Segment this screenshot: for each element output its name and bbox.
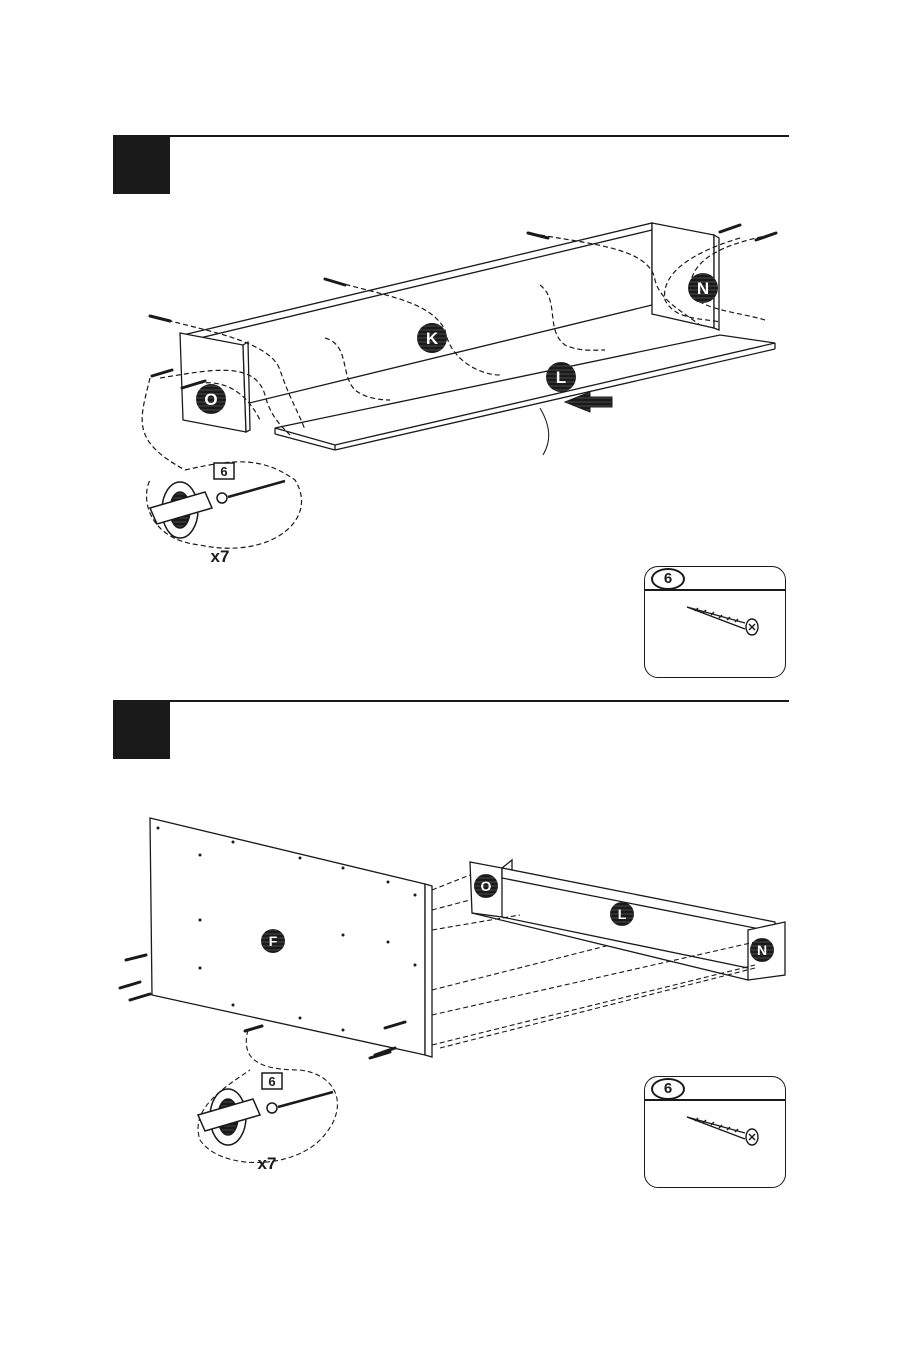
screw-icon	[645, 1101, 785, 1185]
callout-quantity: x7	[258, 1154, 277, 1173]
badge-n-label: N	[697, 279, 709, 298]
panel-l-shelf	[502, 868, 775, 932]
panel-k-back	[183, 223, 652, 342]
badge-f: F	[261, 929, 285, 953]
panel-o-side	[180, 333, 246, 432]
badge-n: N	[688, 273, 718, 303]
parts-screw-number: 6	[651, 568, 685, 590]
panel-f-back	[150, 818, 425, 1055]
step-1-parts-box: 6	[644, 566, 786, 678]
badge-l-label: L	[556, 368, 566, 387]
callout-screw-number: 6	[268, 1074, 275, 1089]
panel-l-shelf	[275, 335, 775, 445]
step-2-rule	[113, 700, 789, 702]
screwdriver-callout	[198, 1089, 333, 1145]
screw-icon	[645, 591, 785, 675]
badge-f-label: F	[269, 933, 278, 949]
parts-screw-number: 6	[651, 1078, 685, 1100]
step-2-number-box	[113, 702, 170, 759]
badge-l: L	[546, 362, 576, 392]
badge-l-label: L	[618, 906, 627, 922]
badge-l: L	[610, 902, 634, 926]
badge-k-label: K	[426, 329, 439, 348]
callout-screw-number: 6	[220, 464, 227, 479]
callout-quantity: x7	[211, 547, 230, 566]
badge-n: N	[750, 938, 774, 962]
screwdriver-callout	[150, 481, 285, 538]
badge-o: O	[196, 384, 226, 414]
badge-n-label: N	[757, 942, 767, 958]
badge-o-label: O	[481, 878, 492, 894]
badge-o-label: O	[204, 390, 217, 409]
step-2-parts-box: 6	[644, 1076, 786, 1188]
badge-k: K	[417, 323, 447, 353]
badge-o: O	[474, 874, 498, 898]
